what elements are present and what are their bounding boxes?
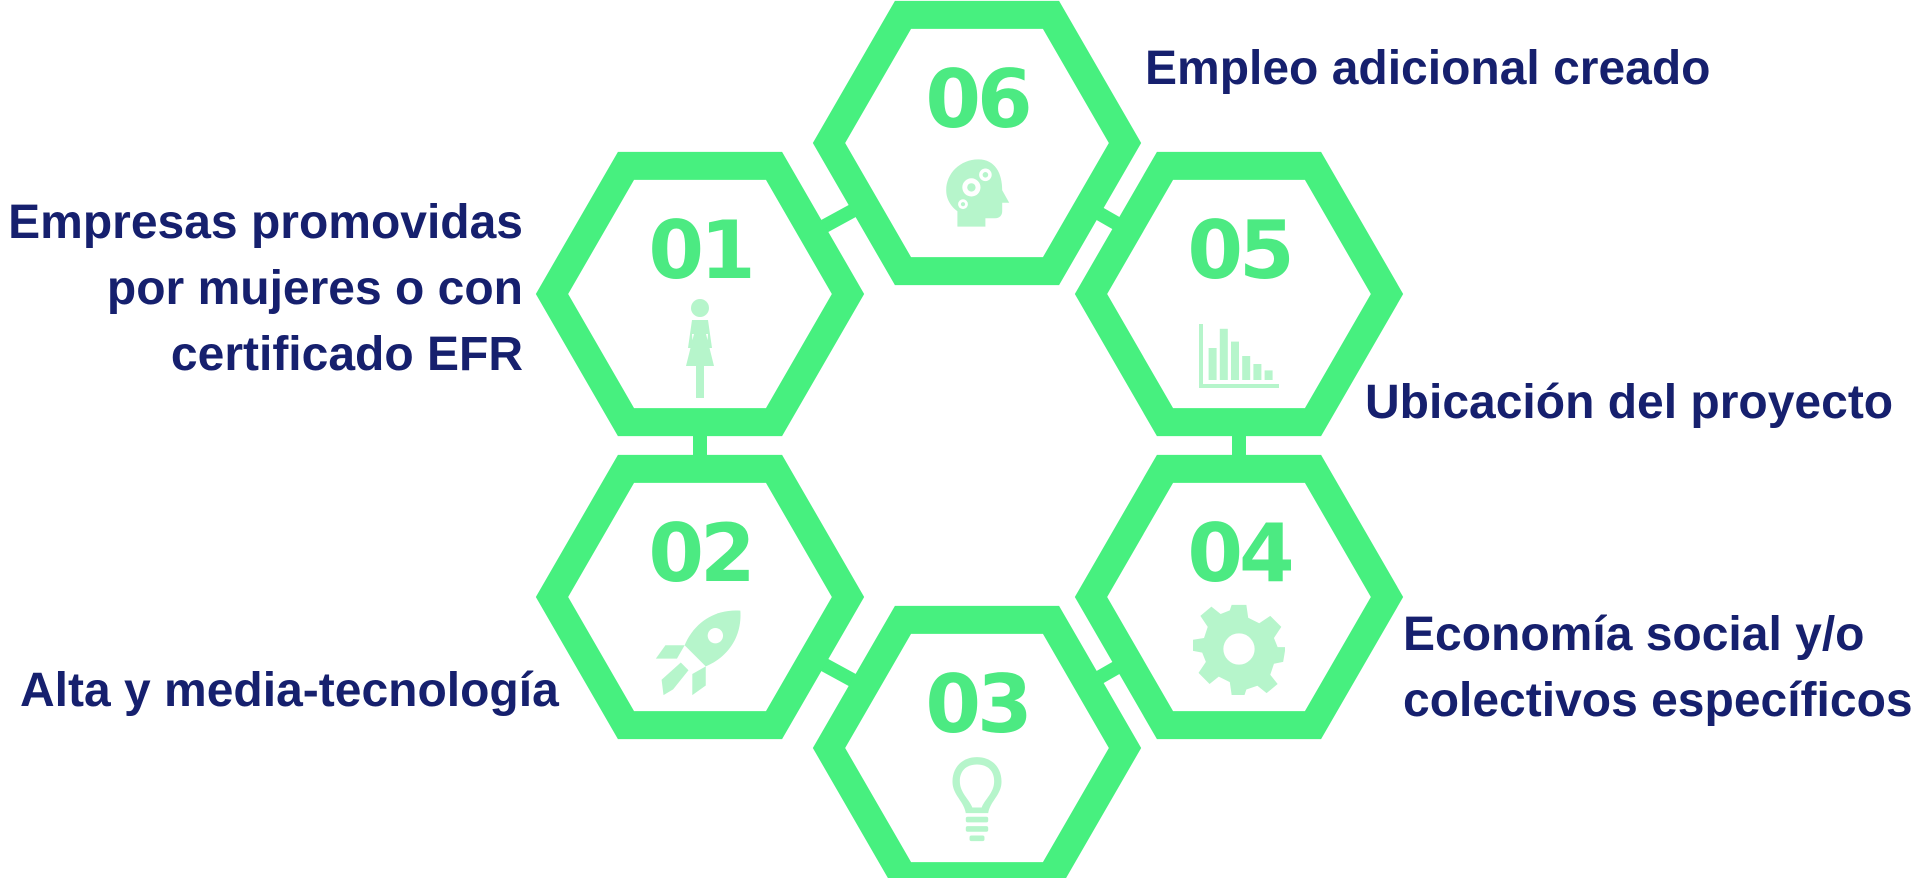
hexagon-number: 01 — [648, 204, 751, 297]
label-02: Alta y media-tecnología — [20, 658, 559, 724]
label-04-line-1: Ubicación del proyecto — [1365, 376, 1894, 429]
hexagon-number: 06 — [925, 53, 1029, 146]
hexagon-number: 02 — [648, 507, 751, 600]
hexagon-02: 02 — [535, 454, 865, 740]
hexagon-number: 05 — [1187, 204, 1290, 297]
hexagon-number: 04 — [1187, 507, 1291, 600]
hexagon-outline — [535, 151, 865, 437]
hexagon-outline — [1074, 151, 1404, 437]
label-03-line-1: Economía social y/o — [1403, 608, 1865, 661]
hexagon-04: 04 — [1074, 454, 1404, 740]
hexagon-outline — [812, 0, 1142, 286]
hexagon-03: 03 — [812, 605, 1142, 883]
hexagon-outline — [535, 454, 865, 740]
label-02-line-1: Alta y media-tecnología — [20, 664, 559, 717]
label-03-line-2: colectivos específicos — [1403, 674, 1913, 727]
hexagon-06: 06 — [812, 0, 1142, 286]
connector — [819, 203, 858, 234]
connector — [693, 427, 707, 464]
hexagon-outline — [1074, 454, 1404, 740]
hexagon-number: 03 — [925, 658, 1028, 751]
hexagon-05: 05 — [1074, 151, 1404, 437]
label-05: Empleo adicional creado — [1145, 36, 1711, 102]
label-03: Economía social y/o colectivos específic… — [1403, 602, 1913, 734]
hexagon-01: 01 — [535, 151, 865, 437]
hexagon-outline — [812, 605, 1142, 883]
connector — [819, 657, 858, 688]
label-01: Empresas promovidas por mujeres o con ce… — [8, 190, 523, 388]
label-01-line-2: por mujeres o con — [106, 262, 523, 315]
label-01-line-3: certificado EFR — [170, 328, 523, 381]
label-05-line-1: Empleo adicional creado — [1145, 42, 1711, 95]
label-04: Ubicación del proyecto — [1365, 370, 1893, 436]
label-01-line-1: Empresas promovidas — [8, 196, 523, 249]
connector — [1232, 427, 1246, 464]
